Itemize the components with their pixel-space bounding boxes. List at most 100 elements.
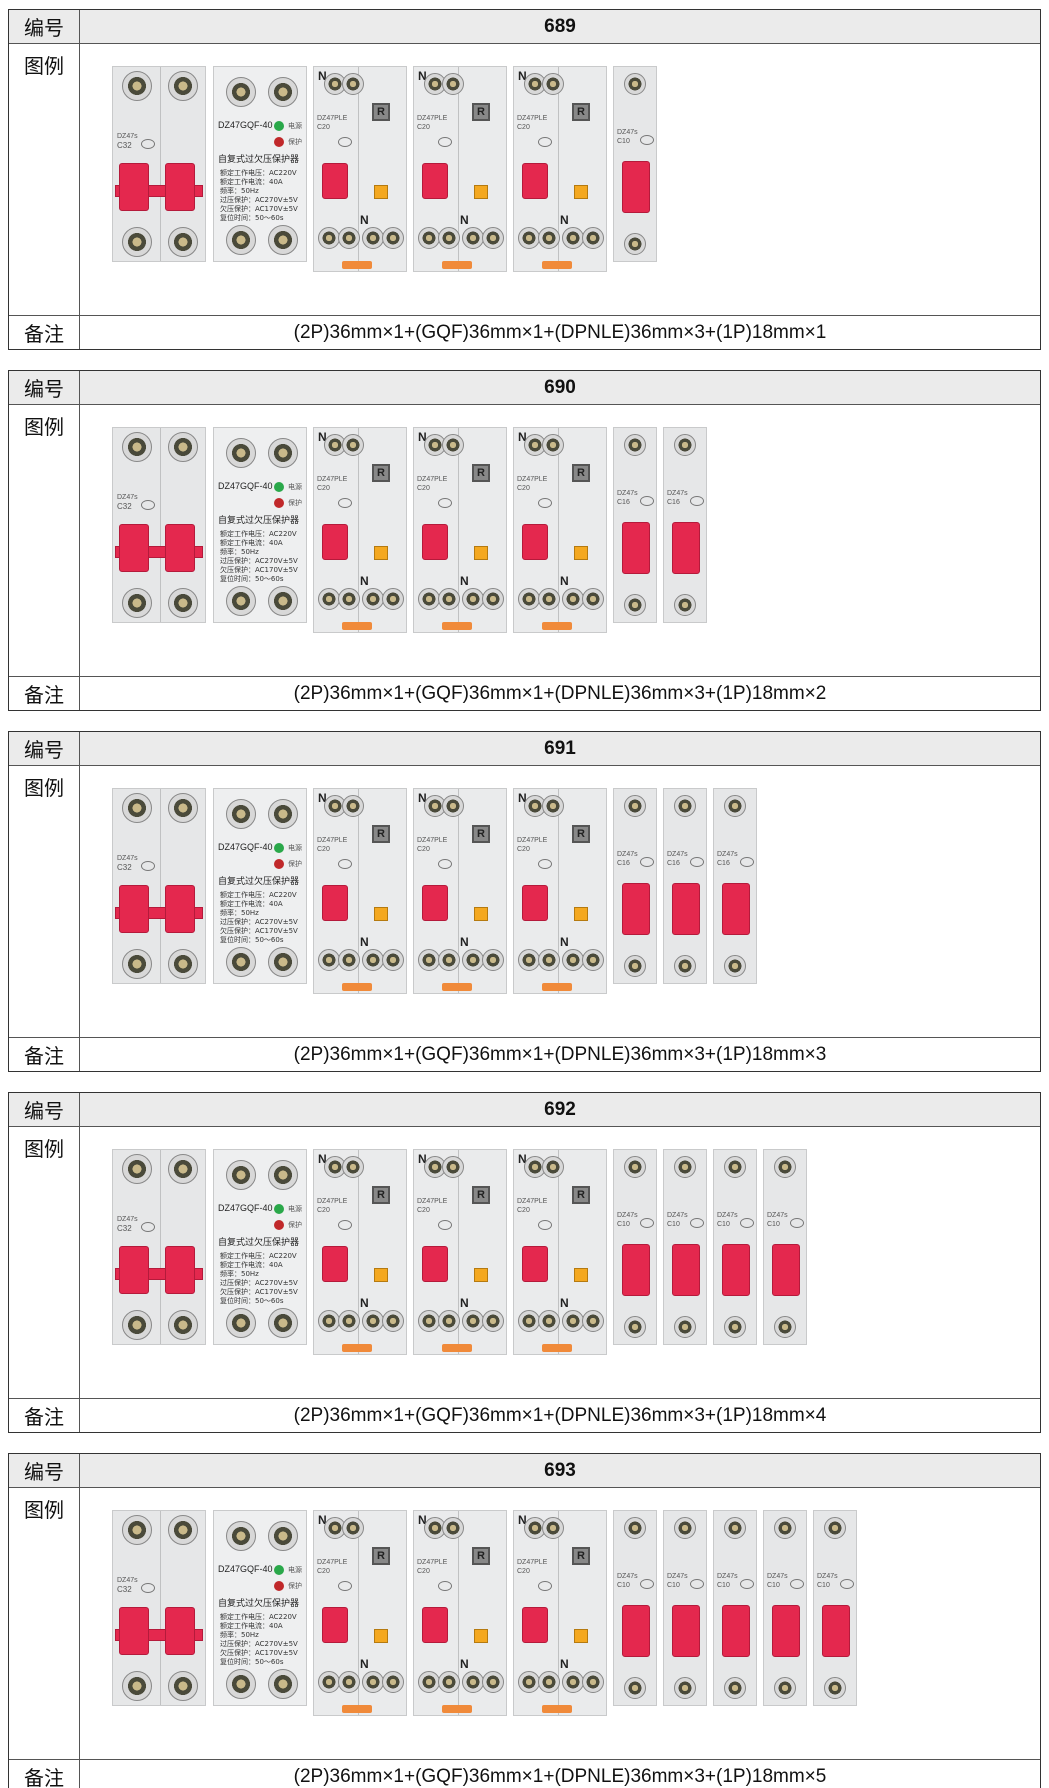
rcd-handle[interactable]: [522, 524, 548, 560]
reset-button[interactable]: R: [572, 825, 590, 843]
pole-divider: [358, 428, 359, 632]
breaker-handle[interactable]: [165, 1607, 195, 1655]
power-led-label: 电源: [288, 1206, 302, 1213]
test-button[interactable]: [474, 546, 488, 560]
reset-button[interactable]: R: [572, 1186, 590, 1204]
rcd-handle[interactable]: [522, 163, 548, 199]
test-button[interactable]: [474, 1629, 488, 1643]
breaker-handle[interactable]: [119, 1246, 149, 1294]
reset-button[interactable]: R: [472, 103, 490, 121]
reset-button[interactable]: R: [372, 825, 390, 843]
protector-spec-line: 额定工作电流：40A: [220, 1622, 283, 1630]
breaker-handle[interactable]: [672, 1244, 700, 1296]
rcd-handle[interactable]: [322, 1246, 348, 1282]
test-button[interactable]: [574, 185, 588, 199]
breaker-handle[interactable]: [119, 524, 149, 572]
test-button[interactable]: [574, 1268, 588, 1282]
reset-button[interactable]: R: [572, 1547, 590, 1565]
remark-row: 备注(2P)36mm×1+(GQF)36mm×1+(DPNLE)36mm×3+(…: [9, 1399, 1040, 1432]
breaker-handle[interactable]: [772, 1605, 800, 1657]
rcd-handle[interactable]: [522, 885, 548, 921]
rcd-handle[interactable]: [522, 1246, 548, 1282]
rcd-handle[interactable]: [322, 1607, 348, 1643]
rcd-handle[interactable]: [422, 1607, 448, 1643]
terminal-screw-icon: [338, 1310, 360, 1332]
pole-divider: [358, 67, 359, 271]
protector-name-text: 自复式过欠压保护器: [218, 876, 300, 886]
reset-button[interactable]: R: [572, 103, 590, 121]
test-button[interactable]: [374, 185, 388, 199]
breaker-handle[interactable]: [622, 1605, 650, 1657]
reset-button[interactable]: R: [572, 464, 590, 482]
test-button[interactable]: [374, 1629, 388, 1643]
rcd-handle[interactable]: [422, 524, 448, 560]
breaker-handle[interactable]: [722, 1244, 750, 1296]
protector-model-text: DZ47GQF-40: [218, 120, 273, 130]
breaker-handle[interactable]: [672, 1605, 700, 1657]
rcd-handle[interactable]: [422, 885, 448, 921]
breaker-handle[interactable]: [119, 163, 149, 211]
breaker-handle[interactable]: [722, 1605, 750, 1657]
reset-button[interactable]: R: [472, 825, 490, 843]
number-label: 编号: [9, 1454, 80, 1487]
breaker-handle[interactable]: [622, 1244, 650, 1296]
rcd-handle[interactable]: [322, 885, 348, 921]
terminal-screw-icon: [624, 434, 646, 456]
din-clip: [542, 1705, 572, 1713]
breaker-handle[interactable]: [165, 524, 195, 572]
rcd-handle[interactable]: [522, 1607, 548, 1643]
rcd-handle[interactable]: [422, 1246, 448, 1282]
test-button[interactable]: [374, 1268, 388, 1282]
terminal-screw-icon: [624, 1677, 646, 1699]
reset-button[interactable]: R: [472, 464, 490, 482]
reset-button[interactable]: R: [472, 1547, 490, 1565]
reset-button[interactable]: R: [372, 1547, 390, 1565]
reset-button[interactable]: R: [372, 103, 390, 121]
breaker-handle[interactable]: [672, 883, 700, 935]
terminal-screw-icon: [518, 1671, 540, 1693]
breaker-handle[interactable]: [165, 885, 195, 933]
breaker-handle[interactable]: [165, 163, 195, 211]
breaker-handle[interactable]: [622, 161, 650, 213]
test-button[interactable]: [574, 1629, 588, 1643]
test-button[interactable]: [374, 907, 388, 921]
rcd-handle[interactable]: [322, 163, 348, 199]
test-button[interactable]: [474, 907, 488, 921]
rcd-model-text: DZ47PLE: [317, 837, 348, 844]
terminal-screw-icon: [624, 233, 646, 255]
rcd-handle[interactable]: [422, 163, 448, 199]
breaker-handle[interactable]: [622, 522, 650, 574]
breaker-handle[interactable]: [722, 883, 750, 935]
breaker-handle[interactable]: [772, 1244, 800, 1296]
breaker-model-text: DZ47s: [667, 1212, 688, 1219]
terminal-screw-icon: [382, 1671, 404, 1693]
test-button[interactable]: [574, 546, 588, 560]
test-button[interactable]: [574, 907, 588, 921]
test-button[interactable]: [474, 1268, 488, 1282]
breaker-handle[interactable]: [119, 1607, 149, 1655]
reset-button[interactable]: R: [372, 464, 390, 482]
protector-spec-line: 额定工作电流：40A: [220, 1261, 283, 1269]
protector-spec-line: 复位时间：50～60s: [220, 1297, 284, 1305]
test-button[interactable]: [474, 185, 488, 199]
rcd-handle[interactable]: [322, 524, 348, 560]
legend-label: 图例: [9, 405, 80, 676]
test-button[interactable]: [374, 546, 388, 560]
breaker-rating-text: C16: [667, 499, 680, 506]
breaker-handle[interactable]: [119, 885, 149, 933]
breaker-handle[interactable]: [822, 1605, 850, 1657]
breaker-handle[interactable]: [672, 522, 700, 574]
breaker-handle[interactable]: [622, 883, 650, 935]
terminal-screw-icon: [268, 77, 298, 107]
terminal-screw-icon: [342, 73, 364, 95]
cert-mark-icon: [438, 859, 452, 869]
terminal-screw-icon: [438, 227, 460, 249]
breaker-handle[interactable]: [165, 1246, 195, 1294]
terminal-screw-icon: [518, 588, 540, 610]
protector-spec-line: 频率：50Hz: [220, 909, 259, 917]
reset-button[interactable]: R: [372, 1186, 390, 1204]
reset-button[interactable]: R: [472, 1186, 490, 1204]
